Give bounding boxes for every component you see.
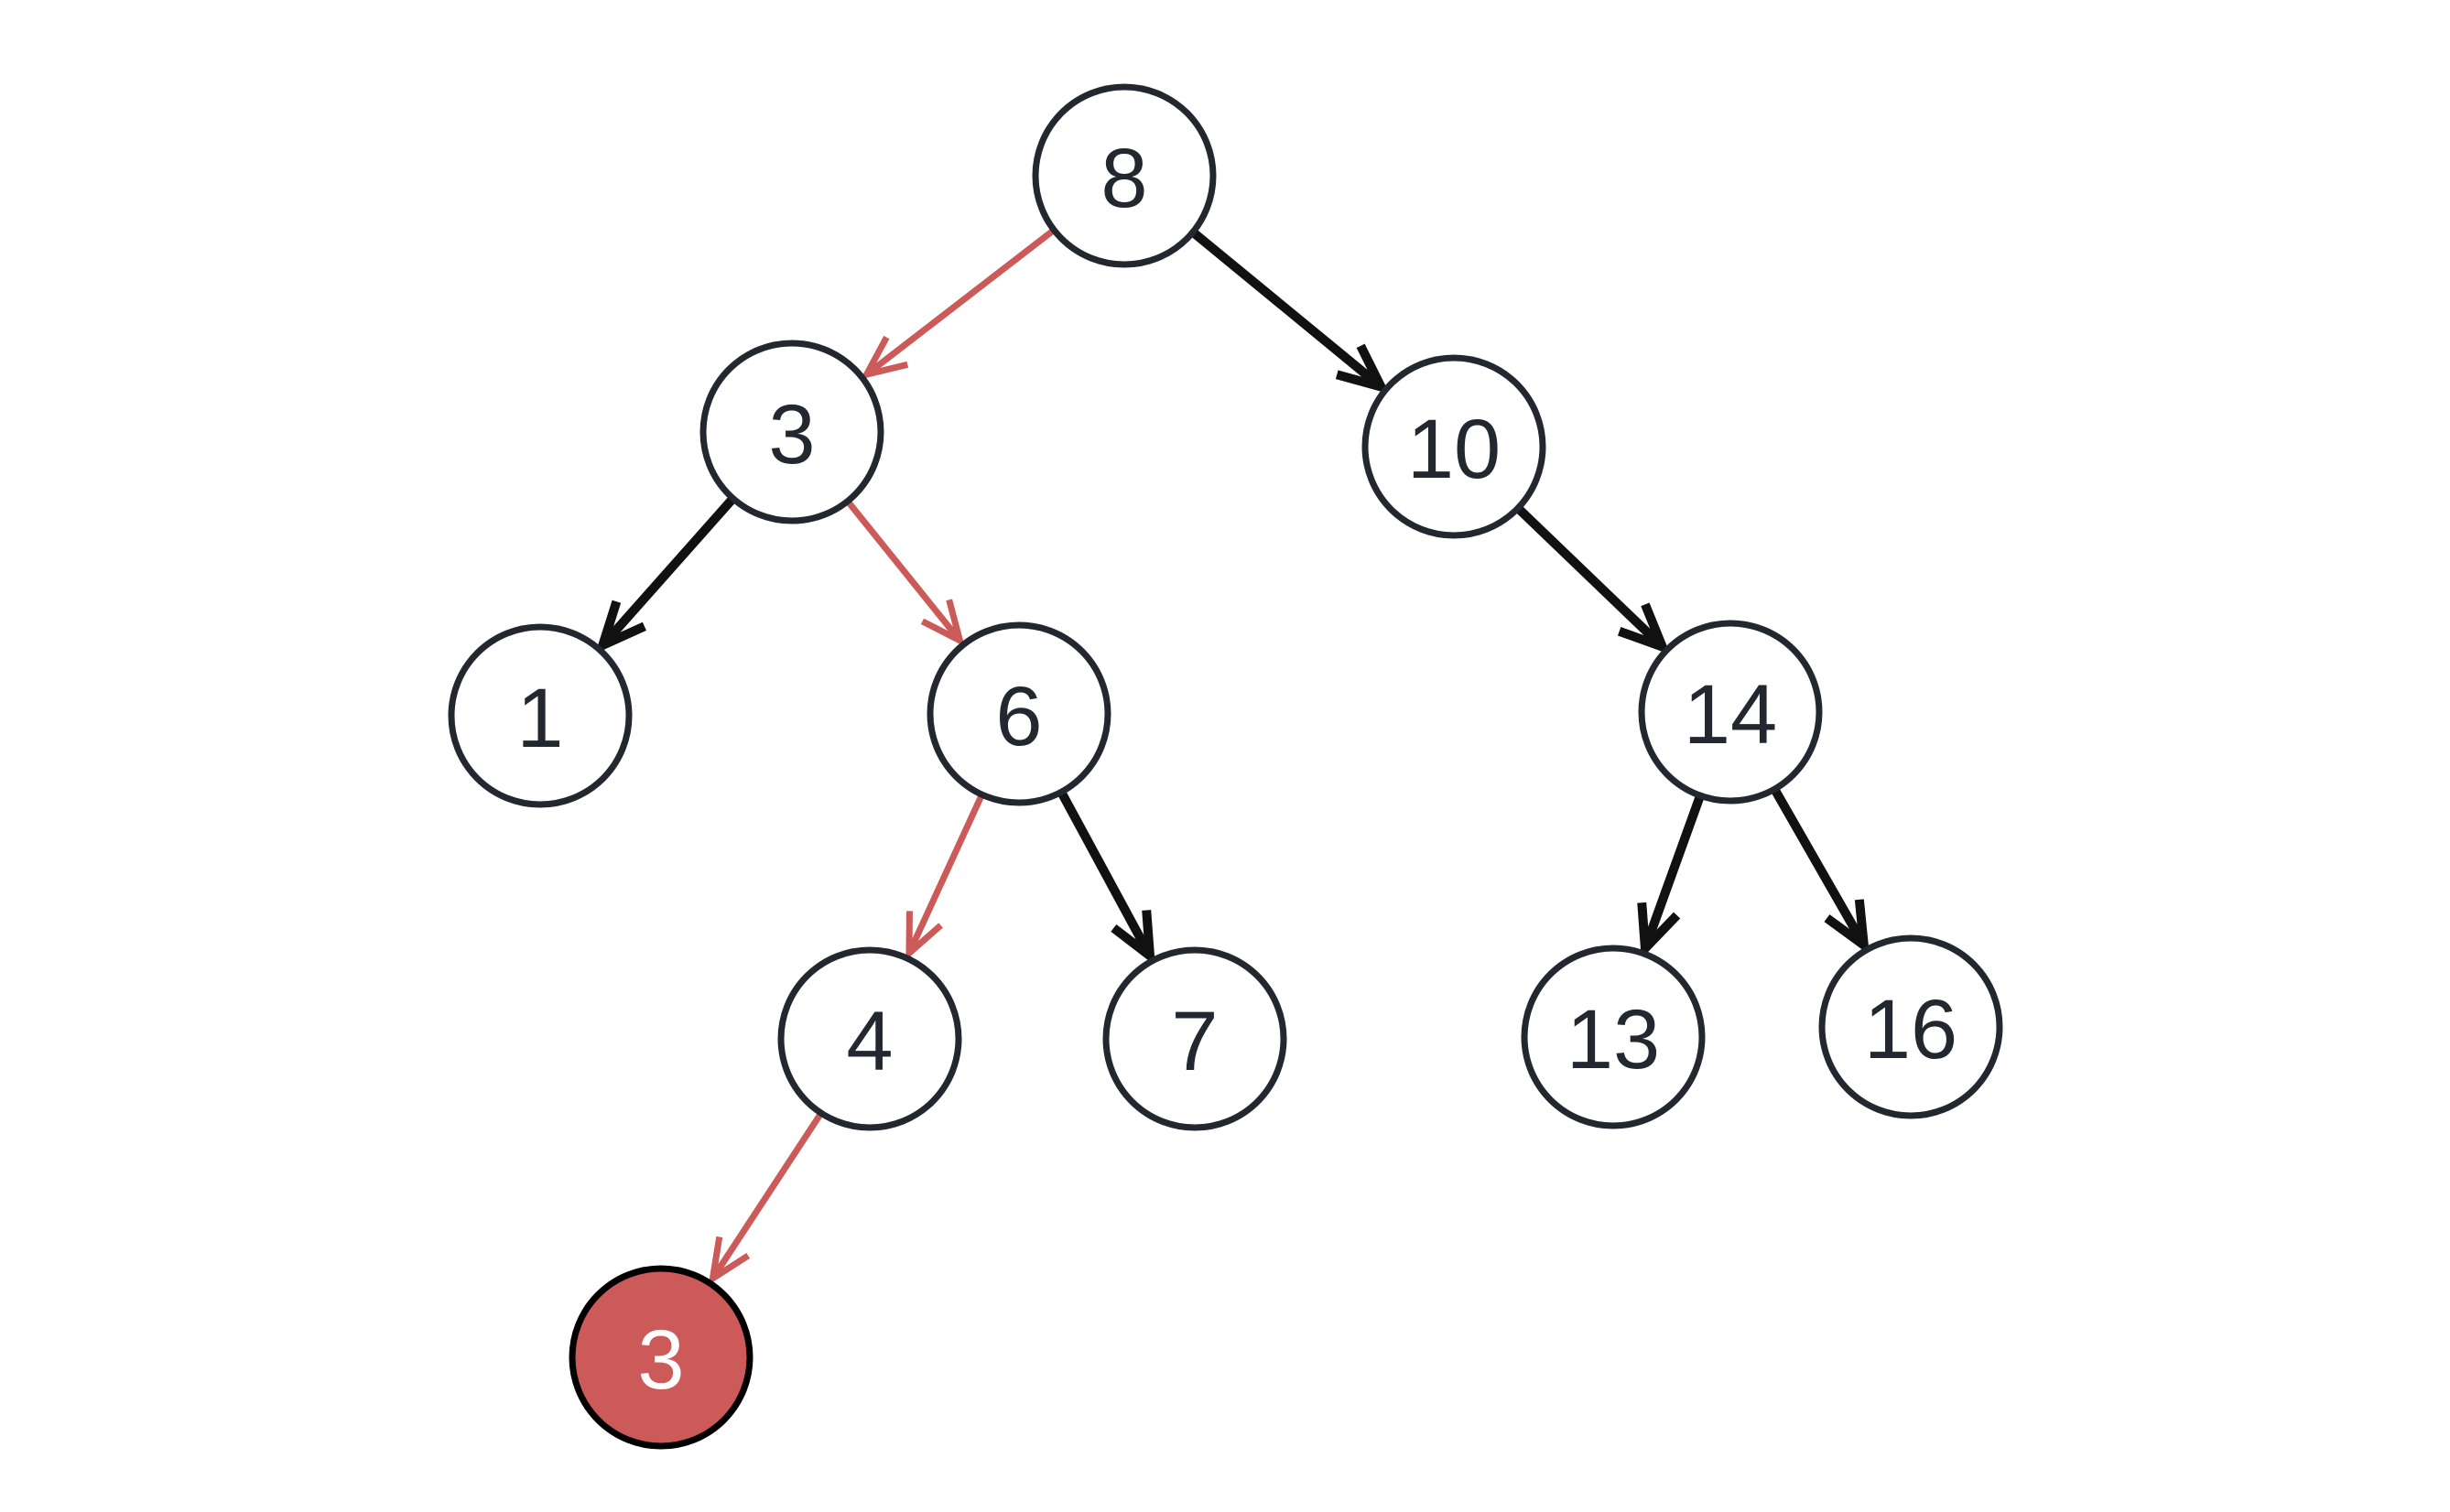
node-circle[interactable] [1102, 946, 1287, 1131]
tree-edge [860, 229, 1054, 380]
arrowhead-icon [595, 599, 646, 654]
arrowhead-icon [708, 1236, 751, 1286]
node-label: 8 [1100, 132, 1147, 225]
tree-edge [846, 501, 965, 647]
tree-edge [905, 795, 984, 961]
tree-node[interactable]: 4 [777, 946, 962, 1131]
tree-node[interactable]: 10 [1361, 354, 1546, 539]
arrowhead-icon [920, 599, 965, 647]
node-circle[interactable] [699, 340, 884, 524]
node-label: 1 [516, 672, 563, 765]
node-label: 13 [1566, 993, 1660, 1086]
arrowhead-icon [1617, 602, 1671, 655]
tree-node[interactable]: 3 [699, 340, 884, 524]
edges-layer [595, 229, 1870, 1286]
tree-node[interactable]: 16 [1818, 934, 2003, 1119]
node-label: 14 [1684, 668, 1777, 761]
edge-line [1772, 789, 1869, 948]
arrowhead-icon [1637, 902, 1681, 959]
node-circle[interactable] [927, 621, 1111, 806]
node-label: 3 [768, 388, 815, 481]
arrowhead-icon [1335, 343, 1390, 394]
node-circle[interactable] [1361, 354, 1546, 539]
tree-node[interactable]: 14 [1638, 620, 1823, 805]
tree-node[interactable]: 13 [1521, 945, 1706, 1129]
node-circle[interactable] [569, 1265, 753, 1450]
node-circle[interactable] [448, 623, 633, 808]
tree-edge [1192, 230, 1390, 394]
node-circle[interactable] [1638, 620, 1823, 805]
arrowhead-icon [860, 335, 909, 380]
edge-line [1641, 796, 1704, 950]
tree-edge [1516, 506, 1671, 655]
node-label: 4 [846, 995, 893, 1088]
edge-line [1192, 230, 1384, 391]
node-circle[interactable] [1521, 945, 1706, 1129]
tree-node[interactable]: 7 [1102, 946, 1287, 1131]
node-label: 16 [1864, 983, 1957, 1076]
node-label: 10 [1407, 403, 1501, 496]
tree-edge [595, 497, 735, 654]
edge-line [1058, 792, 1155, 958]
edge-line [1516, 506, 1666, 651]
arrowhead-icon [1824, 899, 1870, 956]
tree-edge [1058, 792, 1155, 967]
node-label: 7 [1171, 995, 1218, 1088]
edge-line [599, 497, 735, 649]
tree-node-highlighted[interactable]: 3 [569, 1265, 753, 1450]
edge-line [846, 501, 963, 643]
tree-edge [1637, 796, 1704, 959]
tree-node[interactable]: 6 [927, 621, 1111, 806]
node-circle[interactable] [1032, 83, 1217, 268]
arrowhead-icon [1111, 910, 1155, 967]
tree-edge [1772, 789, 1870, 956]
node-label: 3 [637, 1313, 684, 1407]
edge-line [710, 1113, 823, 1280]
node-label: 6 [995, 670, 1042, 763]
node-circle[interactable] [1818, 934, 2003, 1119]
arrowhead-icon [905, 911, 943, 961]
tree-node[interactable]: 1 [448, 623, 633, 808]
tree-edge [708, 1113, 823, 1286]
tree-node[interactable]: 8 [1032, 83, 1217, 268]
edge-line [905, 795, 984, 955]
edge-line [864, 229, 1054, 377]
node-circle[interactable] [777, 946, 962, 1131]
